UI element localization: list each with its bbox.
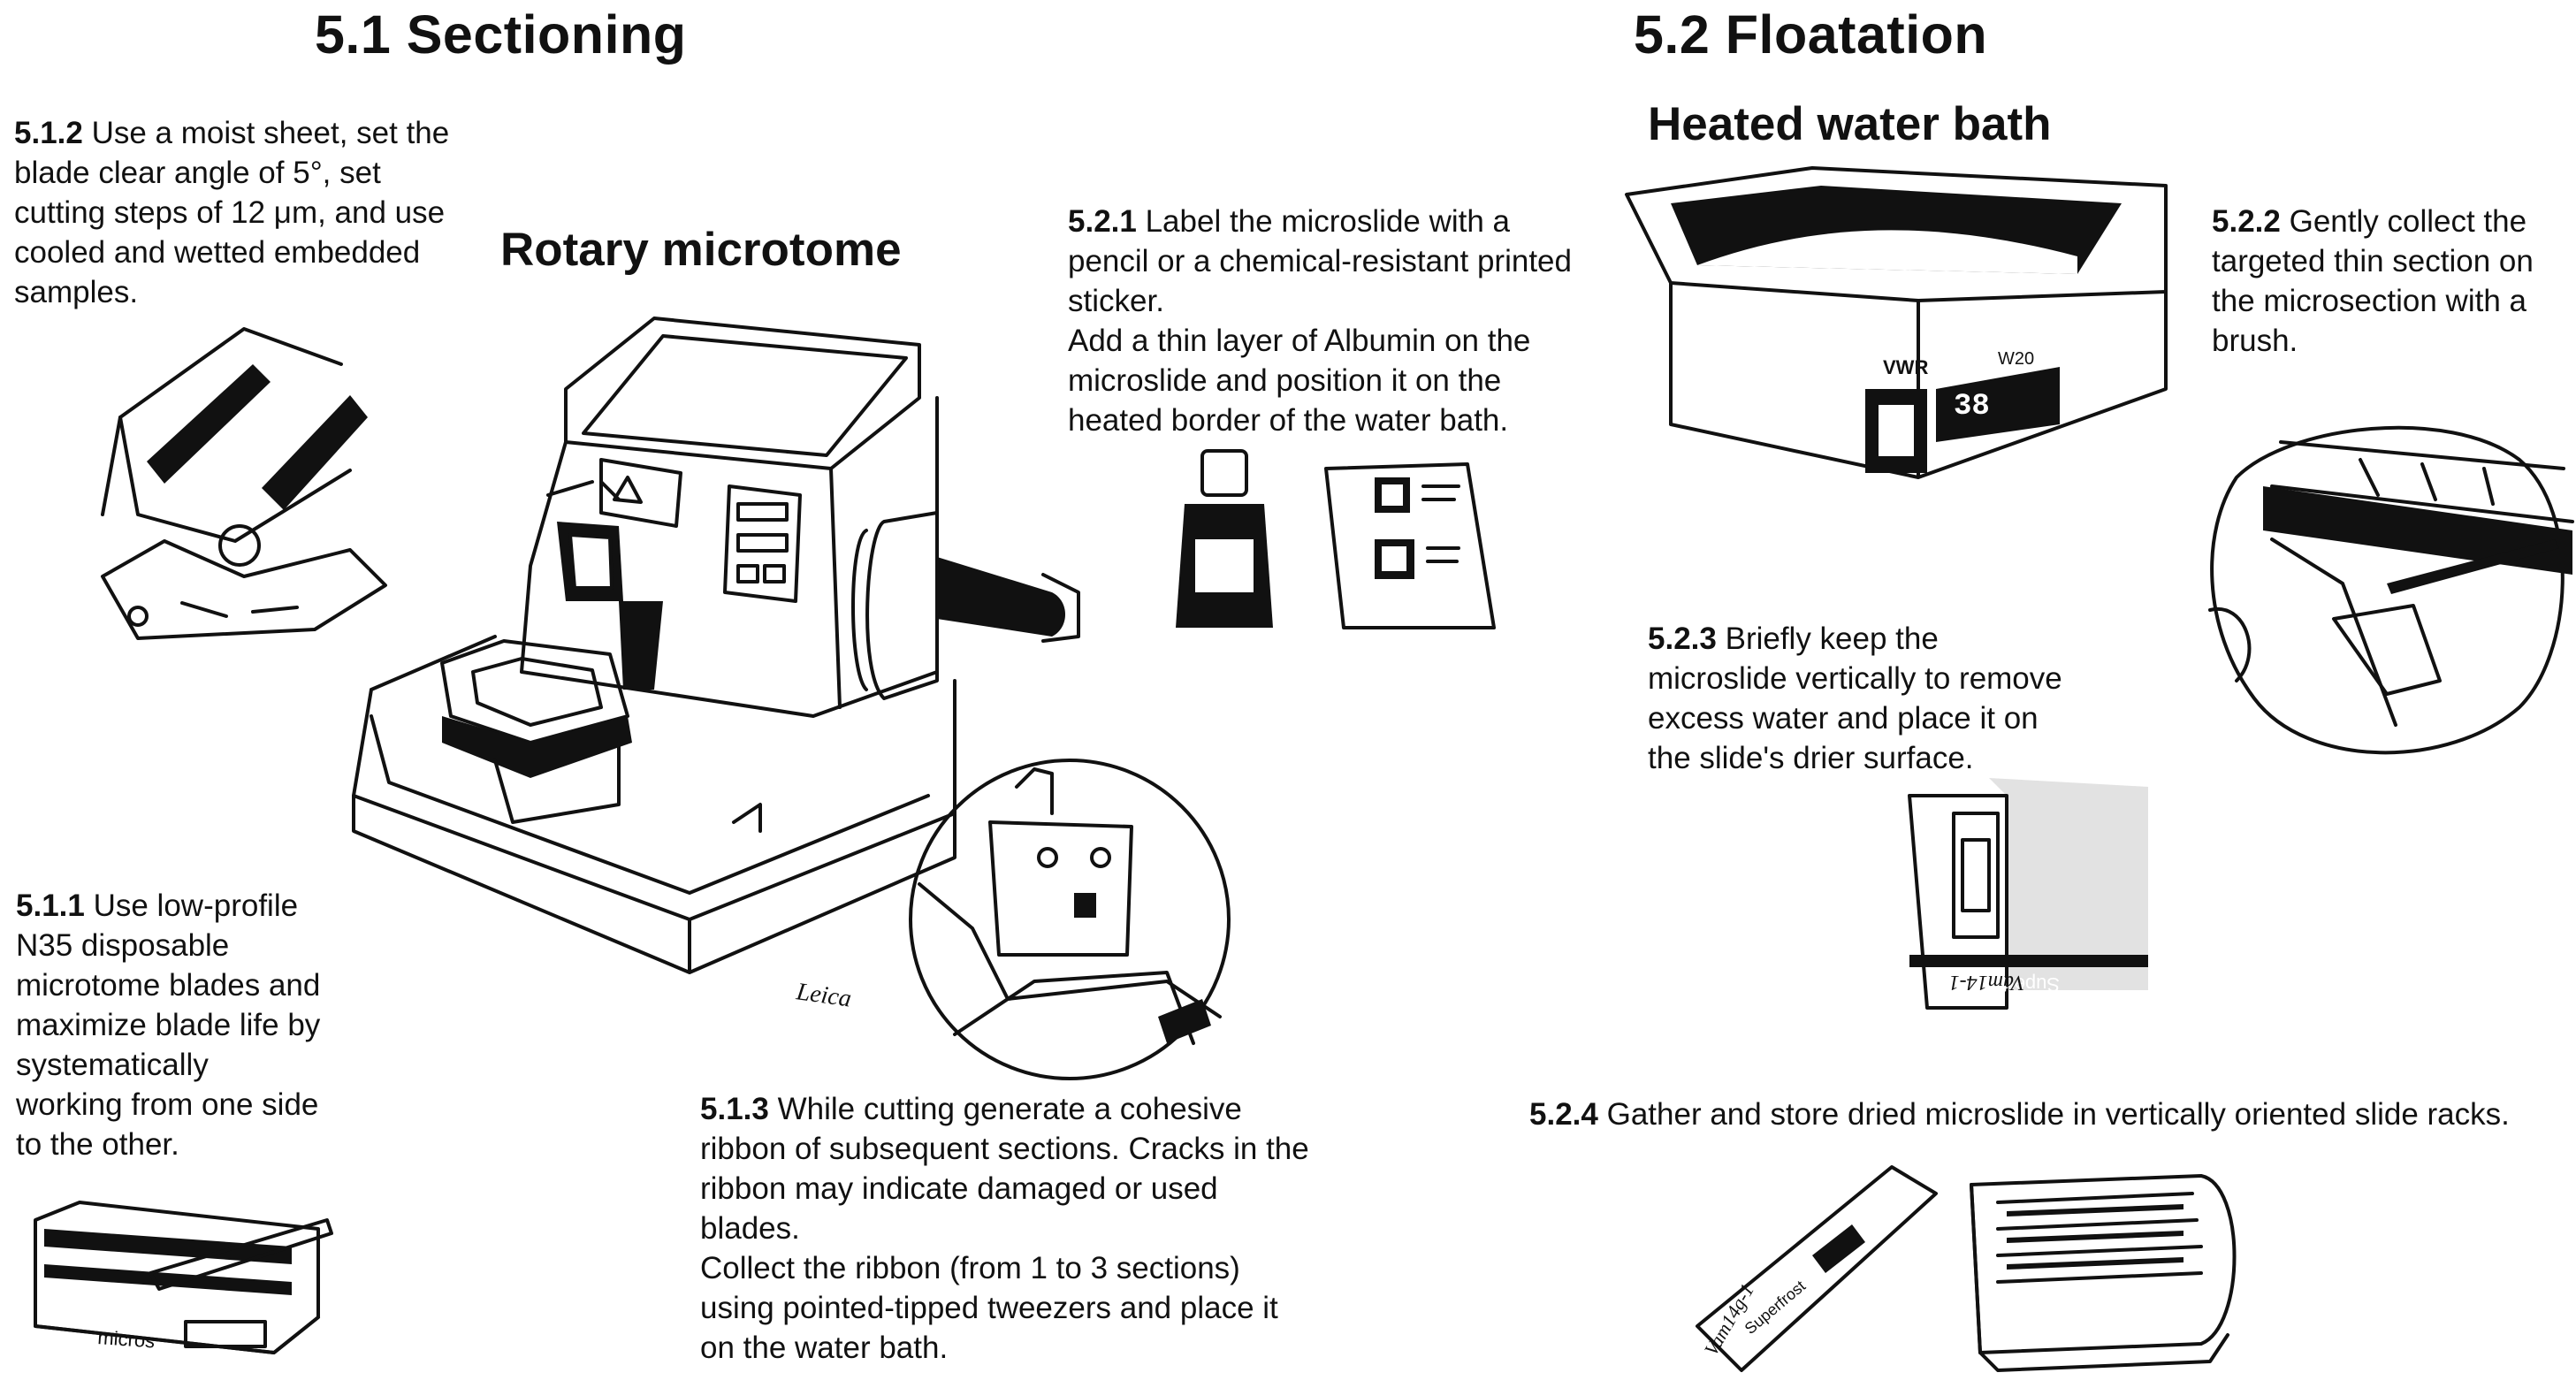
sectioning-title: 5.1 Sectioning xyxy=(315,4,687,65)
blade-holder-closeup-illustration xyxy=(101,327,387,640)
step-text-line: While cutting generate a cohesive xyxy=(777,1092,1242,1126)
step-text-line: on the water bath. xyxy=(700,1331,949,1365)
step-text-line: blades. xyxy=(700,1211,800,1246)
step-text-line: Gently collect the xyxy=(2289,204,2527,239)
step-number: 5.2.4 xyxy=(1529,1097,1598,1132)
step-number: 5.1.1 xyxy=(16,888,85,923)
step-text-line: brush. xyxy=(2212,324,2298,358)
step-text-line: ribbon of subsequent sections. Cracks in… xyxy=(700,1132,1309,1166)
bath-model: W20 xyxy=(1998,349,2034,369)
step-text-line: excess water and place it on xyxy=(1648,701,2039,736)
step-text-line: working from one side xyxy=(16,1087,319,1122)
step-text-line: sticker. xyxy=(1068,284,1164,318)
slide-handwriting: Vam14-1 xyxy=(1949,971,2024,994)
blade-box-brand: micros xyxy=(97,1326,156,1352)
step-5-2-1: 5.2.1 Label the microslide with a pencil… xyxy=(1068,202,1572,440)
slide-drying-illustration: Superfrost Vam14-1 xyxy=(1908,778,2148,1010)
rotary-microtome-heading: Rotary microtome xyxy=(500,224,902,276)
step-text-line: Label the microslide with a xyxy=(1145,204,1511,239)
blade-box-illustration: micros xyxy=(34,1201,333,1354)
step-text-line: the microsection with a xyxy=(2212,284,2526,318)
step-text-line: Use a moist sheet, set the xyxy=(91,116,450,150)
step-text-line: microslide and position it on the xyxy=(1068,363,1502,398)
step-5-1-3: 5.1.3 While cutting generate a cohesive … xyxy=(700,1089,1309,1368)
step-5-2-3: 5.2.3 Briefly keep the microslide vertic… xyxy=(1648,619,2062,778)
step-text-line: microtome blades and xyxy=(16,968,321,1003)
step-text-line: ribbon may indicate damaged or used xyxy=(700,1171,1218,1206)
step-text-line: targeted thin section on xyxy=(2212,244,2534,278)
step-text-line: N35 disposable xyxy=(16,928,230,963)
slide-label-superfrost: Superfrost xyxy=(1970,973,2061,995)
step-text-line: pencil or a chemical-resistant printed xyxy=(1068,244,1572,278)
step-text-line: using pointed-tipped tweezers and place … xyxy=(700,1291,1278,1325)
step-text-line: heated border of the water bath. xyxy=(1068,403,1509,438)
step-number: 5.1.3 xyxy=(700,1092,769,1126)
slide-label-superfrost-2: Superfrost xyxy=(1741,1277,1809,1338)
step-text-line: the slide's drier surface. xyxy=(1648,741,1974,775)
step-text-line: Gather and store dried microslide in ver… xyxy=(1606,1097,2510,1132)
step-text-line: cutting steps of 12 μm, and use xyxy=(14,195,446,230)
step-text-line: microslide vertically to remove xyxy=(1648,661,2062,696)
floatation-title: 5.2 Floatation xyxy=(1634,4,1988,65)
ribbon-closeup-illustration xyxy=(909,759,1231,1080)
step-text-line: Add a thin layer of Albumin on the xyxy=(1068,324,1531,358)
leica-logo: Leica xyxy=(794,978,853,1012)
heated-water-bath-illustration: 38 VWR W20 xyxy=(1625,166,2168,479)
step-text-line: Briefly keep the xyxy=(1725,622,1939,656)
step-text-line: blade clear angle of 5°, set xyxy=(14,156,381,190)
step-number: 5.2.3 xyxy=(1648,622,1717,656)
heated-water-bath-heading: Heated water bath xyxy=(1648,98,2052,150)
step-text-line: cooled and wetted embedded xyxy=(14,235,421,270)
albumin-and-labelled-slide-illustration xyxy=(1176,449,1496,629)
brush-collecting-section-illustration xyxy=(2208,425,2574,755)
rotary-microtome-illustration: Leica xyxy=(352,316,1080,1013)
step-text-line: samples. xyxy=(14,275,139,309)
bath-temperature-display: 38 xyxy=(1954,390,1990,423)
step-text-line: Collect the ribbon (from 1 to 3 sections… xyxy=(700,1251,1240,1285)
step-text-line: to the other. xyxy=(16,1127,179,1162)
slide-and-rack-illustration: Superfrost Vam14g-1 xyxy=(1696,1165,2237,1372)
step-5-2-2: 5.2.2 Gently collect the targeted thin s… xyxy=(2212,202,2534,361)
step-5-1-2: 5.1.2 Use a moist sheet, set the blade c… xyxy=(14,113,449,312)
step-text-line: Use low-profile xyxy=(93,888,299,923)
step-text-line: systematically xyxy=(16,1048,209,1082)
step-number: 5.2.2 xyxy=(2212,204,2281,239)
vwr-logo: VWR xyxy=(1883,356,1928,378)
step-number: 5.1.2 xyxy=(14,116,83,150)
step-text-line: maximize blade life by xyxy=(16,1008,321,1042)
step-5-2-4: 5.2.4 Gather and store dried microslide … xyxy=(1529,1094,2510,1134)
step-number: 5.2.1 xyxy=(1068,204,1137,239)
step-5-1-1: 5.1.1 Use low-profile N35 disposable mic… xyxy=(16,886,320,1164)
